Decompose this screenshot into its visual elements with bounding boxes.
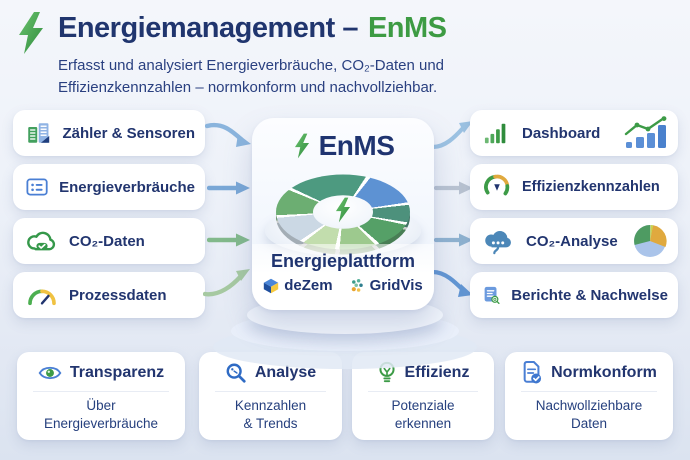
input-card-energieverbraeuche: Energieverbräuche bbox=[13, 164, 205, 210]
feature-title: Transparenz bbox=[69, 364, 165, 381]
gridvis-icon bbox=[351, 278, 363, 292]
feature-header: Normkonform bbox=[505, 361, 673, 385]
green-bars-icon bbox=[484, 123, 506, 144]
divider bbox=[215, 391, 326, 392]
output-card-label: Berichte & Nachwelse bbox=[511, 286, 668, 304]
blue-cloud-icon bbox=[485, 230, 511, 255]
document-check-icon bbox=[523, 361, 542, 384]
output-card-dashboard: Dashboard bbox=[470, 110, 678, 156]
output-card-effizienzkennzahlen: Effizienzkennzahlen bbox=[470, 164, 678, 210]
divider bbox=[368, 391, 478, 392]
report-search-icon bbox=[484, 286, 500, 305]
lightning-icon bbox=[294, 133, 309, 159]
page-subtitle: Erfasst und analysiert Energieverbräuche… bbox=[58, 57, 445, 96]
arrow-verbraeuche-to-platform bbox=[207, 181, 250, 195]
output-card-label: CO₂-Analyse bbox=[526, 232, 618, 250]
feature-subtitle: Über Energieverbräuche bbox=[43, 398, 159, 431]
input-card-label: Energieverbräuche bbox=[59, 178, 195, 196]
arrow-platform-to-dashboard bbox=[431, 121, 473, 150]
process-gauge-icon bbox=[28, 289, 56, 306]
output-card-label: Dashboard bbox=[522, 124, 601, 142]
feature-title: Effizienz bbox=[404, 364, 470, 381]
eye-icon bbox=[38, 366, 62, 380]
feature-subtitle: Kennzahlen & Trends bbox=[234, 398, 307, 431]
partner-logos: deZem GridVis bbox=[263, 277, 423, 294]
input-card-co2-daten: CO₂-Daten bbox=[13, 218, 205, 264]
platform-title: EnMS bbox=[252, 128, 434, 164]
output-card-label: Effizienzkennzahlen bbox=[522, 179, 660, 195]
input-card-prozessdaten: Prozessdaten bbox=[13, 272, 205, 318]
feature-title: Analyse bbox=[254, 364, 317, 381]
output-card-berichte: Berichte & Nachwelse bbox=[470, 272, 678, 318]
feature-subtitle: Potenziale erkennen bbox=[391, 398, 455, 431]
feature-card-effizienz: Effizienz Potenziale erkennen bbox=[352, 352, 494, 440]
partner-name: GridVis bbox=[369, 277, 423, 294]
input-card-label: CO₂-Daten bbox=[69, 232, 145, 250]
platform-label: Energieplattform bbox=[270, 251, 416, 271]
feature-title: Normkonform bbox=[551, 364, 657, 381]
platform-name: EnMS bbox=[318, 130, 395, 161]
arrow-platform-to-co2analyse bbox=[434, 233, 473, 247]
magnifier-icon bbox=[226, 363, 246, 383]
divider bbox=[521, 391, 657, 392]
arrow-platform-to-berichte bbox=[431, 269, 473, 297]
input-card-label: Zähler & Sensoren bbox=[62, 124, 195, 142]
circular-gauge-icon bbox=[484, 174, 510, 196]
arrow-platform-to-kennzahlen bbox=[434, 181, 473, 195]
feature-subtitle: Nachwollziehbare Daten bbox=[535, 398, 643, 431]
feature-card-normkonform: Normkonform Nachwollziehbare Daten bbox=[505, 352, 673, 440]
input-card-label: Prozessdaten bbox=[69, 286, 167, 304]
consumption-list-icon bbox=[26, 178, 48, 196]
trend-chart-icon bbox=[624, 116, 667, 148]
page-title: Energiemanagement – EnMS bbox=[58, 12, 447, 45]
partner-gridvis: GridVis bbox=[349, 277, 423, 294]
divider bbox=[33, 391, 169, 392]
dezem-cube-icon bbox=[264, 278, 279, 293]
co2-cloud-check-icon bbox=[27, 231, 56, 251]
feature-card-transparenz: Transparenz Über Energieverbräuche bbox=[17, 352, 185, 440]
partner-dezem: deZem bbox=[263, 277, 333, 294]
feature-header: Analyse bbox=[199, 361, 342, 385]
pie-chart-icon bbox=[634, 225, 667, 257]
platform-footer: Energieplattform deZem G bbox=[252, 244, 434, 310]
feature-header: Effizienz bbox=[352, 361, 494, 385]
partner-name: deZem bbox=[284, 277, 333, 294]
feature-header: Transparenz bbox=[17, 361, 185, 385]
input-card-zaehler-sensoren: Zähler & Sensoren bbox=[13, 110, 205, 156]
output-card-co2-analyse: CO₂-Analyse bbox=[470, 218, 678, 264]
buildings-meter-icon bbox=[28, 123, 50, 143]
lightning-icon bbox=[335, 197, 351, 223]
title-accent: EnMS bbox=[367, 12, 447, 44]
lightning-icon bbox=[19, 12, 43, 54]
title-main: Energiemanagement – bbox=[58, 12, 358, 44]
arrow-prozess-to-platform bbox=[203, 269, 250, 297]
arrow-zaehler-to-platform bbox=[205, 122, 251, 147]
platform-card: EnMS Energieplattform bbox=[252, 118, 434, 310]
lightbulb-icon bbox=[379, 361, 395, 383]
arrow-co2-to-platform bbox=[207, 233, 250, 247]
